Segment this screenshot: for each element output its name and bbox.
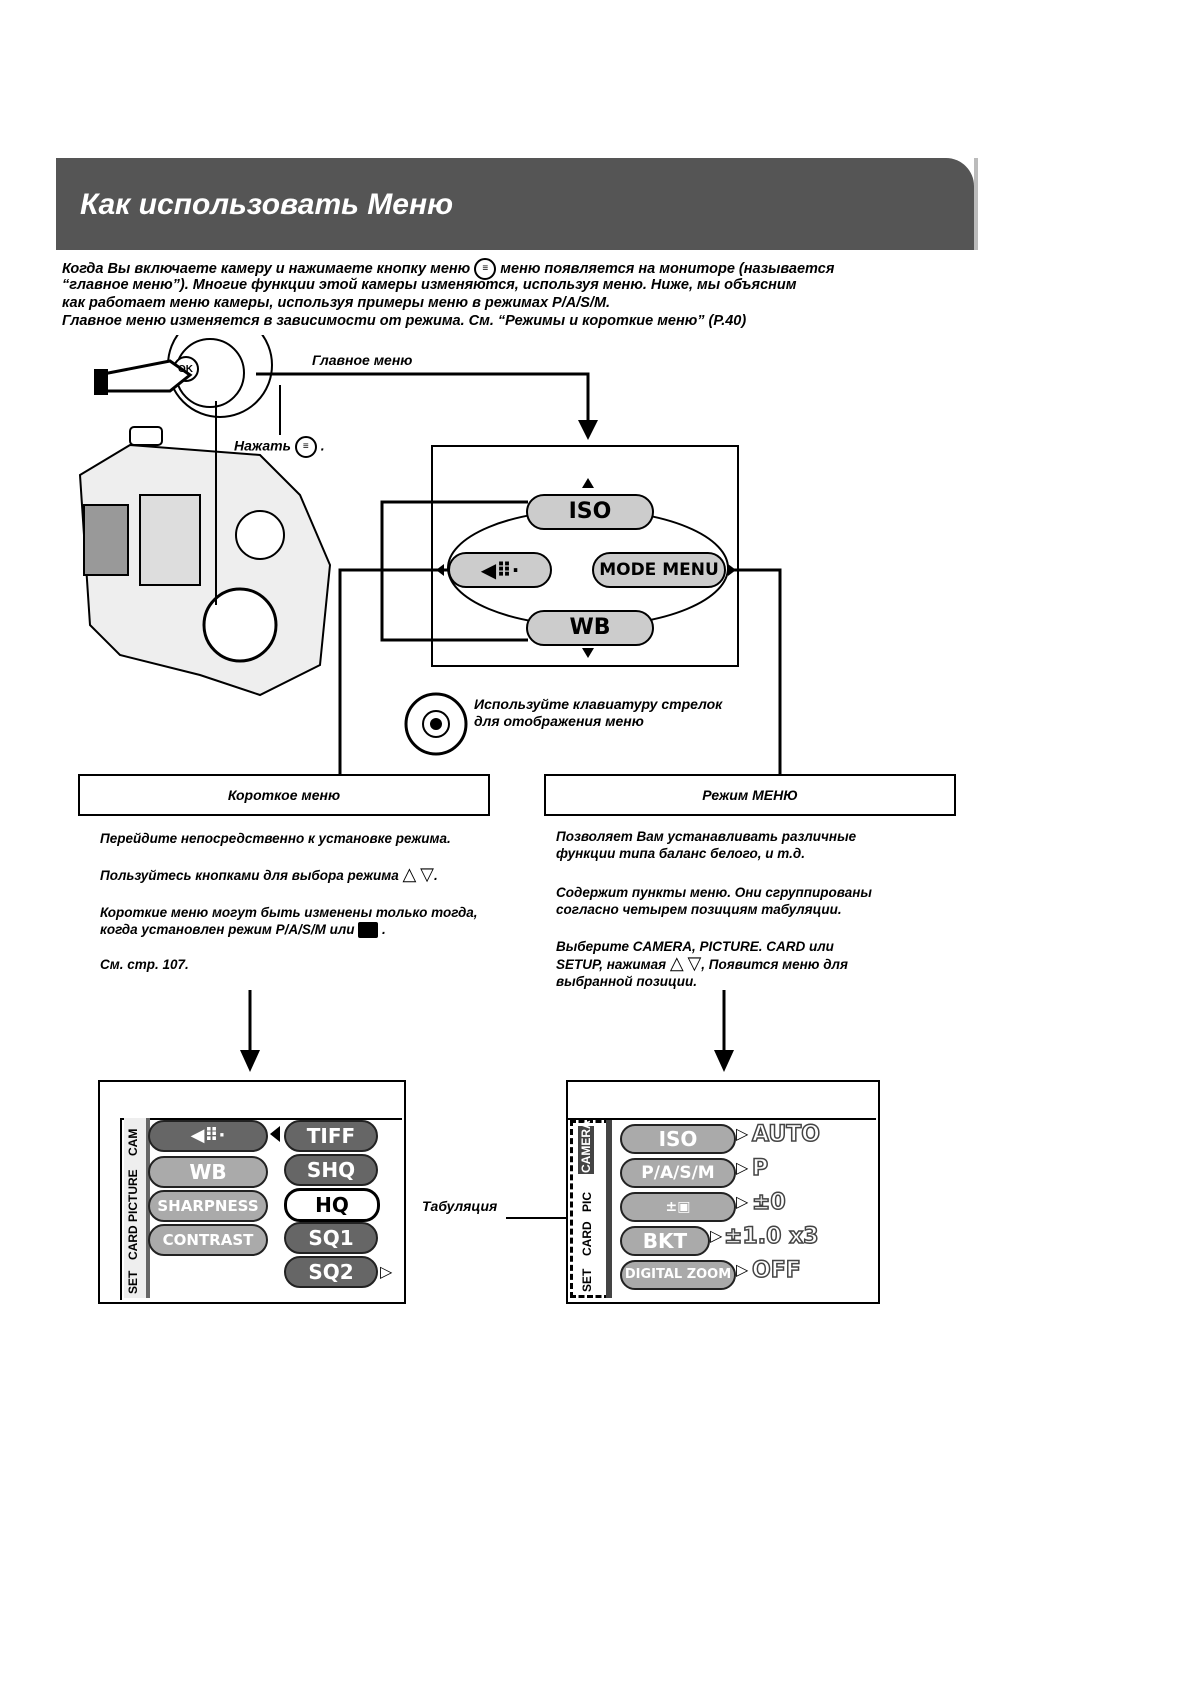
arrow-pad-caption-line: для отображения меню	[474, 713, 644, 729]
screen-frame	[120, 1118, 402, 1300]
digital-zoom-value: OFF	[751, 1257, 801, 1284]
short-menu-p3: Короткие меню могут быть изменены только…	[100, 904, 478, 939]
up-arrow-icon: △	[669, 953, 684, 973]
wb-item[interactable]: WB	[148, 1156, 268, 1188]
mode-menu-p1-line: функции типа баланс белого, и т.д.	[556, 846, 805, 861]
iso-pill[interactable]: ISO	[526, 494, 654, 530]
image-quality-icon: ◀⠿·	[480, 558, 520, 582]
bkt-item[interactable]: BKT	[620, 1226, 710, 1256]
tab-picture[interactable]: PICTURE	[126, 1169, 140, 1222]
tab-cam[interactable]: CAM	[126, 1128, 140, 1156]
page-title: Как использовать Меню	[80, 188, 454, 221]
mode-menu-p2-line: согласно четырем позициям табуляции.	[556, 902, 842, 917]
mode-menu-p3-line: Выберите CAMERA, PICTURE. CARD или	[556, 939, 834, 954]
short-menu-box: Короткое меню	[78, 774, 490, 816]
sharpness-item[interactable]: SHARPNESS	[148, 1190, 268, 1222]
camera-illustration	[78, 335, 332, 697]
image-quality-icon: ◀⠿·	[190, 1125, 226, 1146]
mode-menu-pill[interactable]: MODE MENU	[592, 552, 726, 588]
value-arrow-icon: ▷	[710, 1228, 723, 1245]
mode-menu-p3-text: , Появится меню для	[701, 957, 848, 972]
intro-line-2: “главное меню”). Многие функции этой кам…	[62, 277, 797, 293]
tab-set[interactable]: SET	[580, 1268, 594, 1292]
ok-button-label: OK	[178, 364, 193, 375]
intro-text: меню появляется на мониторе (называется	[500, 260, 835, 277]
short-menu-p2: Пользуйтесь кнопками для выбора режима △…	[100, 864, 438, 884]
short-menu-p3-text: когда установлен режим P/A/S/M или	[100, 922, 355, 937]
contrast-item[interactable]: CONTRAST	[148, 1224, 268, 1256]
iso-item[interactable]: ISO	[620, 1124, 736, 1154]
menu-button-icon: ≡	[474, 258, 497, 280]
tab-set[interactable]: SET	[126, 1270, 140, 1294]
short-menu-p2-text: Пользуйтесь кнопками для выбора режима	[100, 868, 399, 883]
pasm-value: P	[751, 1155, 769, 1182]
mode-menu-p2: Содержит пункты меню. Они сгруппированы …	[556, 884, 872, 918]
arrow-pad-caption: Используйте клавиатуру стрелок для отобр…	[474, 696, 722, 730]
short-menu-p4: См. стр. 107.	[100, 957, 189, 972]
mode-menu-p2-line: Содержит пункты меню. Они сгруппированы	[556, 885, 872, 900]
mode-menu-p3-line: выбранной позиции.	[556, 974, 697, 989]
mode-menu-screen: CAMERA PIC CARD SET ISO P/A/S/M ±▣ BKT D…	[566, 1080, 880, 1304]
value-arrow-icon: ▷	[736, 1126, 749, 1143]
intro-line-3: как работает меню камеры, используя прим…	[62, 295, 611, 311]
screen-frame	[568, 1118, 876, 1302]
press-label: Нажать ≡ .	[234, 436, 325, 458]
digital-zoom-item[interactable]: DIGITAL ZOOM	[620, 1260, 736, 1290]
exposure-comp-value: ±0	[751, 1189, 786, 1216]
main-menu-label: Главное меню	[312, 352, 413, 368]
my-mode-icon	[358, 922, 379, 939]
intro-line-4: Главное меню изменяется в зависимости от…	[62, 313, 747, 329]
shq-option[interactable]: SHQ	[284, 1154, 378, 1186]
value-arrow-icon: ▷	[736, 1194, 749, 1211]
intro-line-1: Когда Вы включаете камеру и нажимаете кн…	[62, 258, 834, 280]
intro-text: Когда Вы включаете камеру и нажимаете кн…	[62, 260, 471, 277]
arrow-pad-caption-line: Используйте клавиатуру стрелок	[474, 696, 723, 712]
sq1-option[interactable]: SQ1	[284, 1222, 378, 1254]
bkt-value: ±1.0 x3	[723, 1223, 819, 1250]
mode-menu-p1-line: Позволяет Вам устанавливать различные	[556, 829, 857, 844]
tab-pic[interactable]: PIC	[580, 1191, 594, 1212]
mode-menu-p3: Выберите CAMERA, PICTURE. CARD или SETUP…	[556, 938, 848, 990]
tab-camera[interactable]: CAMERA	[578, 1120, 594, 1174]
up-arrow-icon: △	[402, 864, 417, 884]
short-menu-p1: Перейдите непосредственно к установке ре…	[100, 831, 451, 846]
header-rule	[974, 158, 978, 250]
mode-menu-p3-text: SETUP, нажимая	[556, 957, 667, 972]
image-quality-pill[interactable]: ◀⠿·	[448, 552, 552, 588]
mode-menu-title: Режим МЕНЮ	[702, 787, 798, 803]
header-bar	[56, 158, 974, 250]
tab-card[interactable]: CARD	[580, 1221, 594, 1256]
mode-menu-p1: Позволяет Вам устанавливать различные фу…	[556, 828, 856, 862]
hq-option[interactable]: HQ	[284, 1188, 380, 1222]
short-menu-title: Короткое меню	[227, 787, 341, 803]
tab-divider	[606, 1120, 612, 1298]
down-arrow-icon: ▽	[687, 953, 702, 973]
mode-menu-p3-line: SETUP, нажимая △ ▽, Появится меню для	[556, 953, 848, 973]
short-menu-p3-line: когда установлен режим P/A/S/M или .	[100, 922, 386, 939]
tiff-option[interactable]: TIFF	[284, 1120, 378, 1152]
menu-button-icon: ≡	[294, 436, 317, 458]
exposure-comp-item[interactable]: ±▣	[620, 1192, 736, 1222]
iso-value: AUTO	[751, 1121, 820, 1148]
selection-arrow-icon	[270, 1126, 280, 1142]
value-arrow-icon: ▷	[736, 1160, 749, 1177]
more-arrow-icon: ▷	[380, 1264, 393, 1281]
pasm-item[interactable]: P/A/S/M	[620, 1158, 736, 1188]
tab-callout-label: Табуляция	[422, 1198, 498, 1214]
tab-card[interactable]: CARD	[126, 1225, 140, 1260]
press-text: Нажать	[234, 437, 291, 454]
down-arrow-icon: ▽	[420, 864, 434, 884]
arrow-pad-icon	[404, 692, 468, 756]
short-menu-screen: CAM PICTURE CARD SET ◀⠿· WB SHARPNESS CO…	[98, 1080, 406, 1304]
sq2-option[interactable]: SQ2	[284, 1256, 378, 1288]
exposure-comp-icon: ±▣	[665, 1199, 691, 1215]
value-arrow-icon: ▷	[736, 1262, 749, 1279]
wb-pill[interactable]: WB	[526, 610, 654, 646]
mode-menu-box: Режим МЕНЮ	[544, 774, 956, 816]
short-menu-p3-line: Короткие меню могут быть изменены только…	[100, 905, 478, 920]
image-quality-item[interactable]: ◀⠿·	[148, 1120, 268, 1152]
